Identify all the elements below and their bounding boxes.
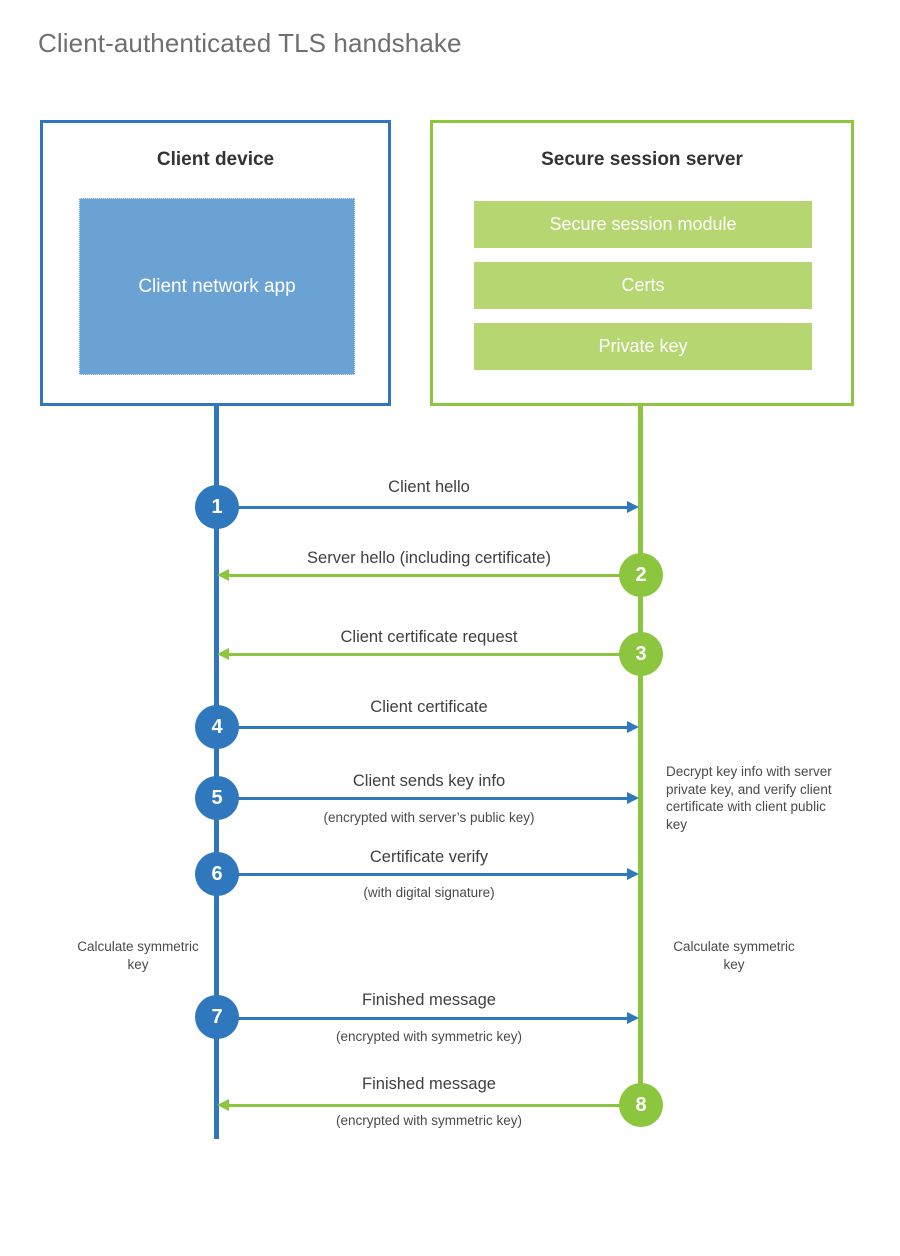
server-module-secure-session: Secure session module xyxy=(474,201,812,248)
client-device-box: Client device Client network app xyxy=(40,120,391,406)
client-lifeline xyxy=(214,406,219,1139)
step-circle-2[interactable]: 2 xyxy=(619,553,663,597)
message-arrow-5 xyxy=(217,791,641,805)
message-sublabel-7: (encrypted with symmetric key) xyxy=(335,1029,523,1044)
message-arrow-8 xyxy=(217,1098,641,1112)
client-network-app-block: Client network app xyxy=(79,198,355,375)
message-arrow-2 xyxy=(217,568,641,582)
message-label-5: Client sends key info xyxy=(352,772,506,790)
server-calculate-symmetric-key-note: Calculate symmetric key xyxy=(673,939,795,972)
server-module-list: Secure session module Certs Private key xyxy=(474,201,812,370)
message-sublabel-8: (encrypted with symmetric key) xyxy=(335,1113,523,1128)
step-circle-7[interactable]: 7 xyxy=(195,995,239,1039)
server-module-certs: Certs xyxy=(474,262,812,309)
message-label-7: Finished message xyxy=(362,991,496,1009)
message-label-3: Client certificate request xyxy=(340,628,518,646)
message-label-1: Client hello xyxy=(388,478,470,496)
message-arrow-7 xyxy=(217,1011,641,1025)
step-circle-4[interactable]: 4 xyxy=(195,705,239,749)
server-module-private-key: Private key xyxy=(474,323,812,370)
step-circle-6[interactable]: 6 xyxy=(195,852,239,896)
secure-session-server-title: Secure session server xyxy=(541,149,743,170)
step-circle-5[interactable]: 5 xyxy=(195,776,239,820)
client-calculate-symmetric-key-note: Calculate symmetric key xyxy=(77,939,199,972)
message-sublabel-6: (with digital signature) xyxy=(363,885,495,900)
message-label-2: Server hello (including certificate) xyxy=(307,549,551,567)
page-title: Client-authenticated TLS handshake xyxy=(38,28,462,58)
message-label-8: Finished message xyxy=(362,1075,496,1093)
step-circle-8[interactable]: 8 xyxy=(619,1083,663,1127)
message-arrow-1 xyxy=(217,500,641,514)
message-label-4: Client certificate xyxy=(370,698,488,716)
server-lifeline xyxy=(638,406,643,1106)
client-device-title: Client device xyxy=(156,149,275,170)
secure-session-server-box: Secure session server Secure session mod… xyxy=(430,120,854,406)
server-decrypt-note: Decrypt key info with server private key… xyxy=(666,764,832,832)
message-arrow-3 xyxy=(217,647,641,661)
step-circle-3[interactable]: 3 xyxy=(619,632,663,676)
message-label-6: Certificate verify xyxy=(369,848,489,866)
step-circle-1[interactable]: 1 xyxy=(195,485,239,529)
message-arrow-4 xyxy=(217,720,641,734)
message-sublabel-5: (encrypted with server’s public key) xyxy=(323,810,535,825)
message-arrow-6 xyxy=(217,867,641,881)
